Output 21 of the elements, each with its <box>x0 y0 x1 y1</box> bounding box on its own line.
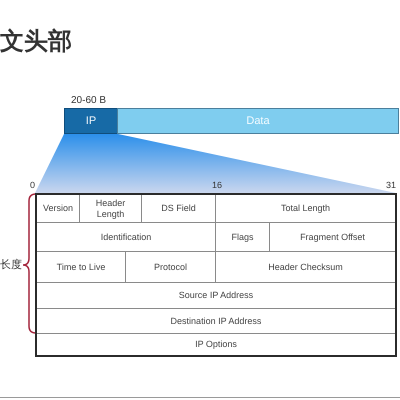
table-cell: Source IP Address <box>37 283 395 309</box>
table-cell: Flags <box>216 223 270 252</box>
table-cell: Header Length <box>80 195 142 223</box>
table-cell: DS Field <box>142 195 216 223</box>
table-cell: Fragment Offset <box>270 223 395 252</box>
table-cell: Header Checksum <box>216 252 395 283</box>
bit-position-label: 16 <box>212 179 222 191</box>
bit-position-label: 31 <box>386 179 396 191</box>
size-label: 20-60 B <box>71 95 106 107</box>
page-title: 文头部 <box>0 28 72 56</box>
table-cell: Protocol <box>126 252 216 283</box>
brace-label: 长度 <box>0 258 22 273</box>
bit-position-label: 0 <box>30 179 36 191</box>
table-cell: Time to Live <box>37 252 126 283</box>
data-segment: Data <box>117 108 399 134</box>
table-cell: Version <box>37 195 80 223</box>
ip-header-segment: IP <box>64 108 118 134</box>
table-cell: Identification <box>37 223 216 252</box>
table-cell-text: IP Options <box>194 338 238 352</box>
table-cell: Destination IP Address <box>37 309 395 334</box>
table-cell: Total Length <box>216 195 395 223</box>
